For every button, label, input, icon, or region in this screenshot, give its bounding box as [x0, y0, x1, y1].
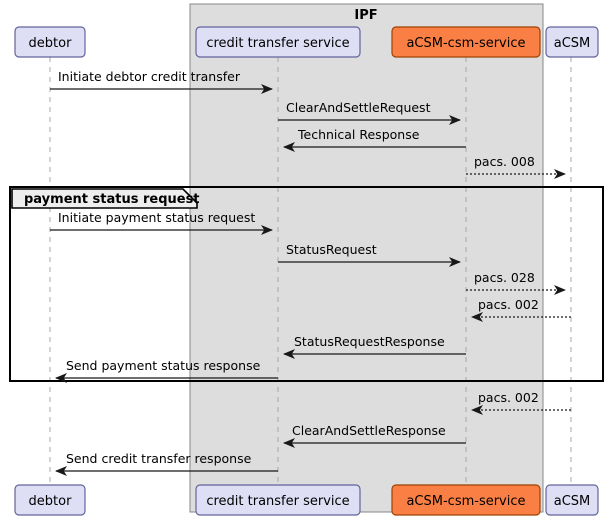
participants-bottom: debtor credit transfer service aCSM-csm-… [14, 484, 599, 516]
message-label: Send credit transfer response [66, 451, 252, 466]
message-label: Initiate debtor credit transfer [58, 69, 241, 84]
message-pacs-002-settlement[interactable]: pacs. 002 [471, 390, 571, 415]
message-label: pacs. 002 [478, 390, 539, 405]
participant-label: aCSM [554, 494, 591, 509]
message-initiate-debtor-credit-transfer[interactable]: Initiate debtor credit transfer [50, 69, 273, 94]
message-label: Send payment status response [66, 358, 261, 373]
participant-credit-transfer-service-top[interactable]: credit transfer service [195, 26, 361, 58]
group-frame-label: payment status request [24, 192, 200, 207]
messages-layer: Initiate debtor credit transfer ClearAnd… [50, 69, 571, 476]
message-clearandsettleresponse[interactable]: ClearAndSettleResponse [283, 423, 466, 448]
message-label: pacs. 002 [478, 297, 539, 312]
participant-debtor-top[interactable]: debtor [14, 26, 86, 58]
participant-acsm-bottom[interactable]: aCSM [545, 484, 599, 516]
participant-label: aCSM-csm-service [406, 494, 525, 509]
message-initiate-payment-status-request[interactable]: Initiate payment status request [50, 210, 273, 235]
payment-status-request-frame: payment status request [9, 186, 604, 382]
message-label: ClearAndSettleRequest [286, 100, 431, 115]
ipf-box-title: IPF [354, 8, 377, 23]
message-label: StatusRequestResponse [294, 334, 445, 349]
participant-label: credit transfer service [206, 494, 349, 509]
participant-acsm-top[interactable]: aCSM [545, 26, 599, 58]
participant-acsm-csm-service-bottom[interactable]: aCSM-csm-service [391, 484, 541, 516]
message-send-payment-status-response[interactable]: Send payment status response [55, 358, 278, 383]
message-statusrequest[interactable]: StatusRequest [278, 242, 461, 267]
message-pacs-028[interactable]: pacs. 028 [466, 270, 566, 295]
participant-label: debtor [29, 494, 73, 509]
message-label: ClearAndSettleResponse [292, 423, 446, 438]
message-label: StatusRequest [286, 242, 377, 257]
participant-credit-transfer-service-bottom[interactable]: credit transfer service [195, 484, 361, 516]
message-clearandsettlerequest[interactable]: ClearAndSettleRequest [278, 100, 461, 125]
participant-label: credit transfer service [206, 36, 349, 51]
participant-acsm-csm-service-top[interactable]: aCSM-csm-service [391, 26, 541, 58]
lifelines-layer [49, 57, 572, 485]
participant-label: debtor [29, 36, 73, 51]
participant-label: aCSM-csm-service [406, 36, 525, 51]
message-technical-response[interactable]: Technical Response [283, 127, 466, 152]
message-label: Initiate payment status request [58, 210, 255, 225]
message-pacs-002-status[interactable]: pacs. 002 [471, 297, 571, 322]
message-send-credit-transfer-response[interactable]: Send credit transfer response [55, 451, 278, 476]
message-label: pacs. 028 [474, 270, 535, 285]
message-pacs-008[interactable]: pacs. 008 [466, 154, 566, 179]
participant-debtor-bottom[interactable]: debtor [14, 484, 86, 516]
message-statusrequestresponse[interactable]: StatusRequestResponse [283, 334, 466, 359]
participant-label: aCSM [554, 36, 591, 51]
participants-top: debtor credit transfer service aCSM-csm-… [14, 26, 599, 58]
message-label: Technical Response [297, 127, 420, 142]
message-label: pacs. 008 [474, 154, 535, 169]
